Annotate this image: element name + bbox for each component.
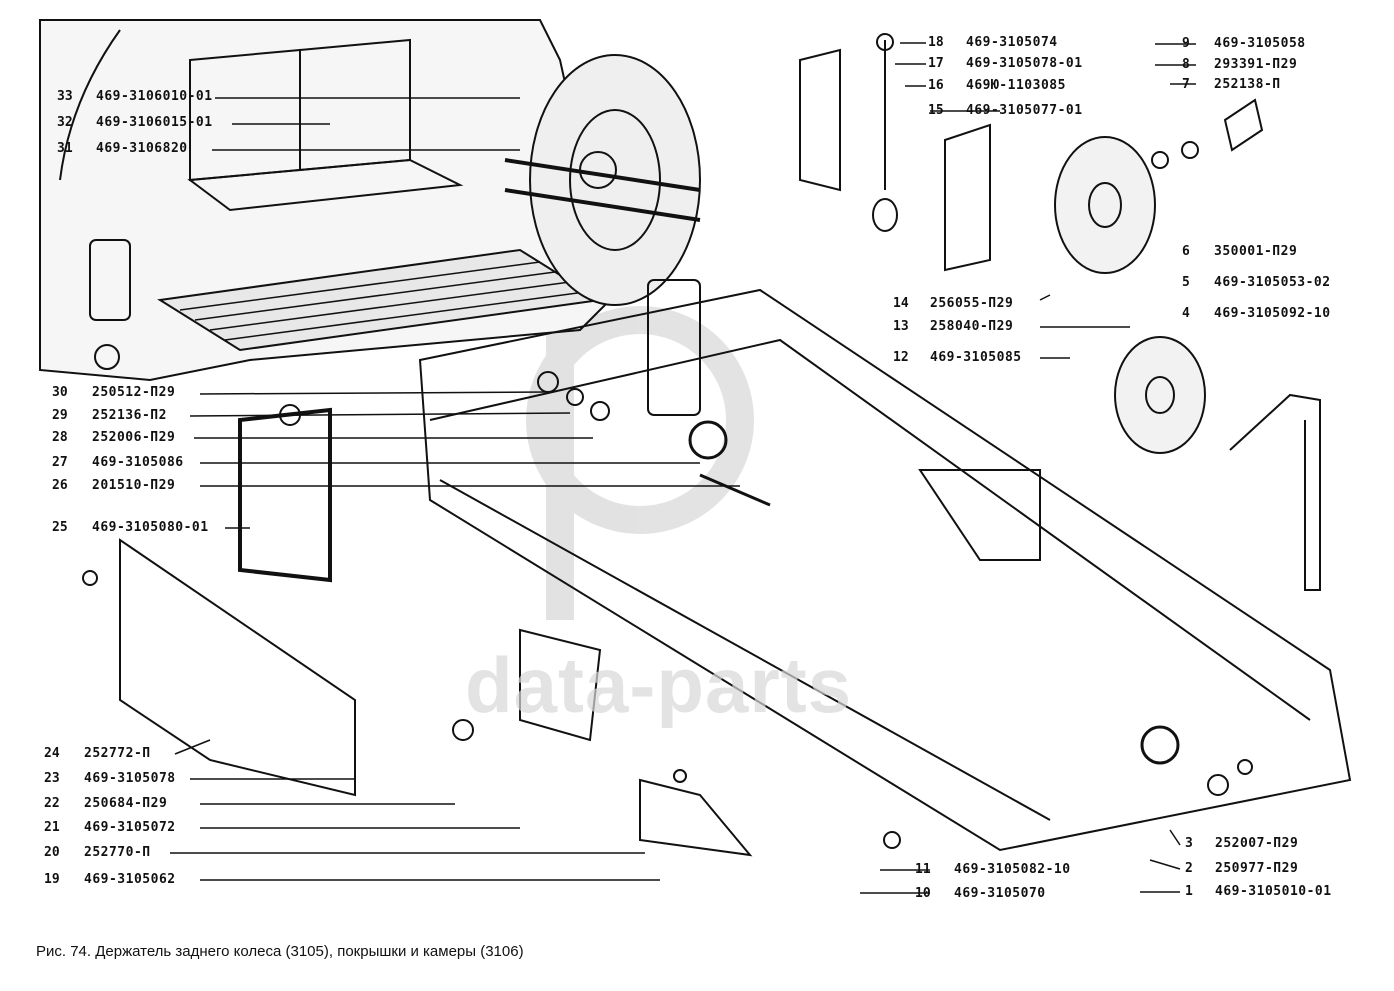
- part-code: 469-3105082-10: [954, 862, 1071, 877]
- part-code: 469-3105080-01: [92, 520, 209, 535]
- callout-number: 17: [928, 56, 944, 71]
- watermark-text: data-parts: [465, 641, 853, 729]
- callout-number: 9: [1182, 36, 1190, 51]
- part-code: 250977-П29: [1215, 861, 1299, 876]
- part-code: 469-3105092-10: [1214, 306, 1331, 321]
- callout-number: 31: [57, 141, 73, 156]
- callout-number: 26: [52, 478, 68, 493]
- part-code: 469-3105070: [954, 886, 1046, 901]
- callout-number: 10: [915, 886, 931, 901]
- callout-number: 7: [1182, 77, 1190, 92]
- callout-number: 13: [893, 319, 909, 334]
- vehicle-body-illustration: [39, 19, 701, 382]
- part-code: 293391-П29: [1214, 57, 1298, 72]
- callout-number: 1: [1185, 884, 1193, 899]
- callout-number: 5: [1182, 275, 1190, 290]
- part-code: 469-3105072: [84, 820, 176, 835]
- part-code: 201510-П29: [92, 478, 176, 493]
- part-code: 252772-П: [84, 746, 151, 761]
- callout-number: 20: [44, 845, 60, 860]
- wheel-mount-assembly: [82, 33, 1321, 849]
- part-code: 469-3106010-01: [96, 89, 213, 104]
- callout-number: 8: [1182, 57, 1190, 72]
- part-code: 252136-П2: [92, 408, 167, 423]
- part-code: 469-3106820: [96, 141, 188, 156]
- part-code: 469-3105053-02: [1214, 275, 1331, 290]
- part-code: 250512-П29: [92, 385, 176, 400]
- part-code: 469-3106015-01: [96, 115, 213, 130]
- part-code: 469-3105086: [92, 455, 184, 470]
- bracket-left: [119, 404, 753, 857]
- callout-number: 3: [1185, 836, 1193, 851]
- callout-number: 22: [44, 796, 60, 811]
- callout-number: 2: [1185, 861, 1193, 876]
- callout-number: 19: [44, 872, 60, 887]
- callout-number: 21: [44, 820, 60, 835]
- callout-number: 6: [1182, 244, 1190, 259]
- callout-number: 15: [928, 103, 944, 118]
- part-code: 350001-П29: [1214, 244, 1298, 259]
- part-code: 469-3105078: [84, 771, 176, 786]
- part-code: 469-3105074: [966, 35, 1058, 50]
- callout-number: 16: [928, 78, 944, 93]
- part-code: 469-3105078-01: [966, 56, 1083, 71]
- part-code: 469Ю-1103085: [966, 78, 1066, 93]
- callout-number: 24: [44, 746, 60, 761]
- part-code: 469-3105085: [930, 350, 1022, 365]
- part-code: 252007-П29: [1215, 836, 1299, 851]
- callout-number: 23: [44, 771, 60, 786]
- part-code: 258040-П29: [930, 319, 1014, 334]
- callout-number: 18: [928, 35, 944, 50]
- callout-number: 11: [915, 862, 931, 877]
- callout-number: 29: [52, 408, 68, 423]
- callout-number: 30: [52, 385, 68, 400]
- figure-caption: Рис. 74. Держатель заднего колеса (3105)…: [36, 943, 524, 960]
- watermark-logo: [526, 300, 754, 620]
- part-code: 252138-П: [1214, 77, 1281, 92]
- part-code: 469-3105077-01: [966, 103, 1083, 118]
- part-code: 250684-П29: [84, 796, 168, 811]
- callout-number: 25: [52, 520, 68, 535]
- callout-number: 28: [52, 430, 68, 445]
- frame-crossmember: [418, 279, 1352, 852]
- leader-lines: [170, 42, 1196, 894]
- part-code: 469-3105010-01: [1215, 884, 1332, 899]
- part-code: 256055-П29: [930, 296, 1014, 311]
- part-code: 469-3105062: [84, 872, 176, 887]
- callout-number: 32: [57, 115, 73, 130]
- callout-number: 14: [893, 296, 909, 311]
- callout-number: 27: [52, 455, 68, 470]
- part-code: 252006-П29: [92, 430, 176, 445]
- callout-number: 12: [893, 350, 909, 365]
- part-code: 252770-П: [84, 845, 151, 860]
- callout-number: 33: [57, 89, 73, 104]
- callout-number: 4: [1182, 306, 1190, 321]
- part-code: 469-3105058: [1214, 36, 1306, 51]
